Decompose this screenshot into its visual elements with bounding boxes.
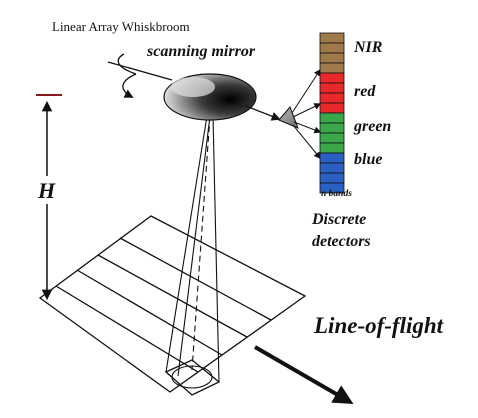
band-label-red: red [354, 83, 376, 100]
detector-cell-nir [319, 62, 345, 74]
detector-stack [319, 32, 345, 194]
reflected-beam-arrow [245, 105, 281, 121]
dispersing-prism [278, 106, 299, 129]
discrete-detectors-label-line2: detectors [312, 233, 371, 250]
detector-cell-nir [319, 52, 345, 64]
line-of-flight-arrow [253, 345, 354, 405]
discrete-detectors-label-line1: Discrete [311, 211, 366, 228]
diagram-title: Linear Array Whiskbroom [52, 19, 190, 34]
n-bands-label: n bands [321, 189, 352, 199]
detector-cell-blue [319, 162, 345, 174]
detector-cell-green [319, 142, 345, 154]
scanning-mirror [163, 73, 257, 121]
band-labels: NIR red green blue [353, 39, 391, 168]
band-label-green: green [353, 118, 391, 135]
detector-cell-nir [319, 32, 345, 44]
detector-cell-red [319, 92, 345, 104]
line-of-flight-label: Line-of-flight [313, 313, 444, 338]
rotation-arrow [107, 53, 173, 98]
ground-grid [38, 215, 307, 393]
ground-footprint [171, 365, 213, 389]
detector-cell-blue [319, 172, 345, 184]
band-label-blue: blue [354, 151, 382, 168]
detector-cell-blue [319, 182, 345, 194]
band-label-nir: NIR [353, 39, 383, 56]
detector-cell-green [319, 112, 345, 124]
height-label: H [37, 178, 56, 203]
scanning-mirror-label: scanning mirror [146, 43, 256, 60]
detector-cell-blue [319, 152, 345, 164]
detector-cell-green [319, 122, 345, 134]
detector-cell-red [319, 72, 345, 84]
detector-cell-red [319, 82, 345, 94]
detector-cell-nir [319, 42, 345, 54]
ground-plane [38, 215, 307, 393]
field-of-view-cone [164, 115, 221, 396]
detector-cell-green [319, 132, 345, 144]
height-indicator: H [36, 94, 62, 301]
detector-cell-red [319, 102, 345, 114]
dispersed-rays [291, 68, 322, 160]
